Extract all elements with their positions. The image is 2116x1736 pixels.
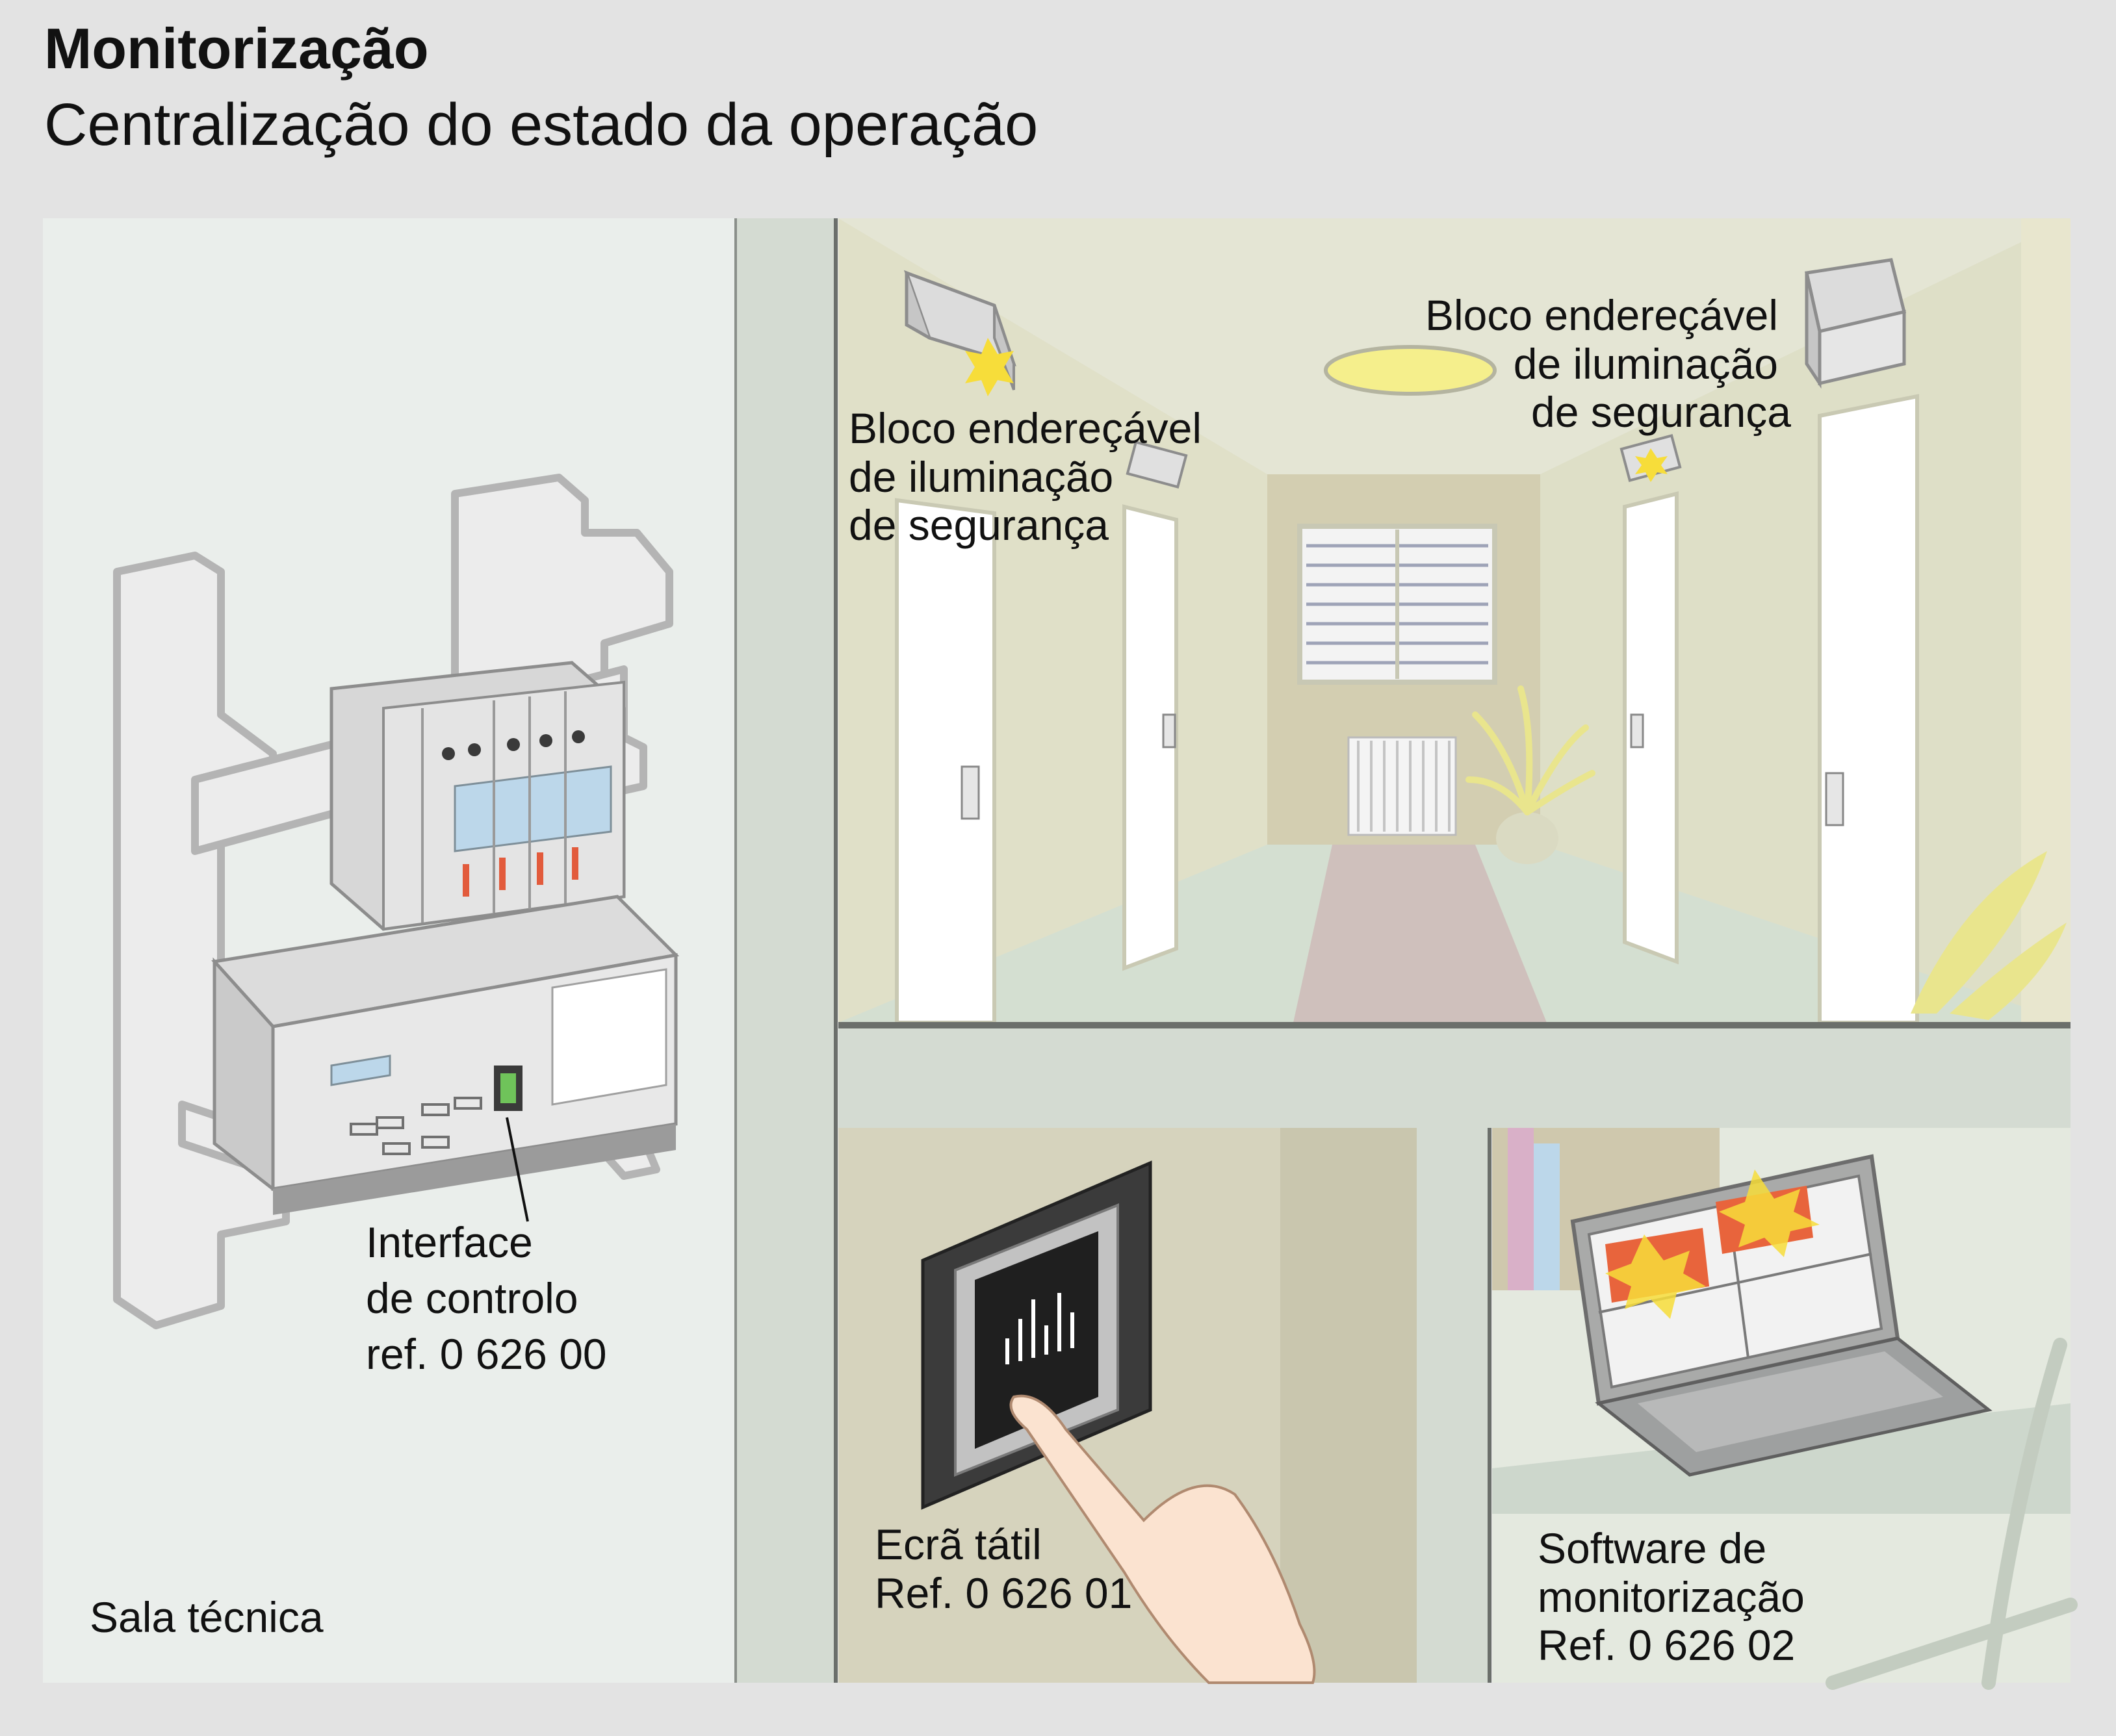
- label-software: Software de monitorização Ref. 0 626 02: [1538, 1524, 1805, 1670]
- label-tech-room: Sala técnica: [90, 1593, 324, 1641]
- ceiling-lamp: [1324, 345, 1497, 396]
- label-block-left: Bloco endereçável de iluminação de segur…: [849, 404, 1202, 550]
- emergency-block-right: [1804, 258, 1907, 389]
- interface-leader-line: [506, 1117, 529, 1222]
- label-touch-screen: Ecrã tátil Ref. 0 626 01: [875, 1520, 1133, 1617]
- circuit-breakers: [329, 661, 626, 931]
- emergency-block-small-right: [1619, 434, 1682, 482]
- touch-screen-scene: [838, 1128, 1491, 1684]
- emergency-block-left: [903, 270, 1016, 396]
- page-title: Monitorização: [44, 16, 429, 81]
- software-scene: [1492, 1128, 2078, 1690]
- label-control-interface: Interface de controlo ref. 0 626 00: [366, 1218, 607, 1378]
- page-subtitle: Centralização do estado da operação: [44, 92, 1039, 158]
- corridor-scene: [838, 218, 2071, 1025]
- floor-beam: [838, 1023, 2071, 1128]
- label-block-right: Bloco endereçável de iluminação de segur…: [1425, 291, 1791, 437]
- control-interface-device: [211, 895, 680, 1215]
- hand: [1009, 1394, 1316, 1684]
- emergency-block-small-left: [1126, 440, 1188, 489]
- wall-divider: [734, 218, 837, 1683]
